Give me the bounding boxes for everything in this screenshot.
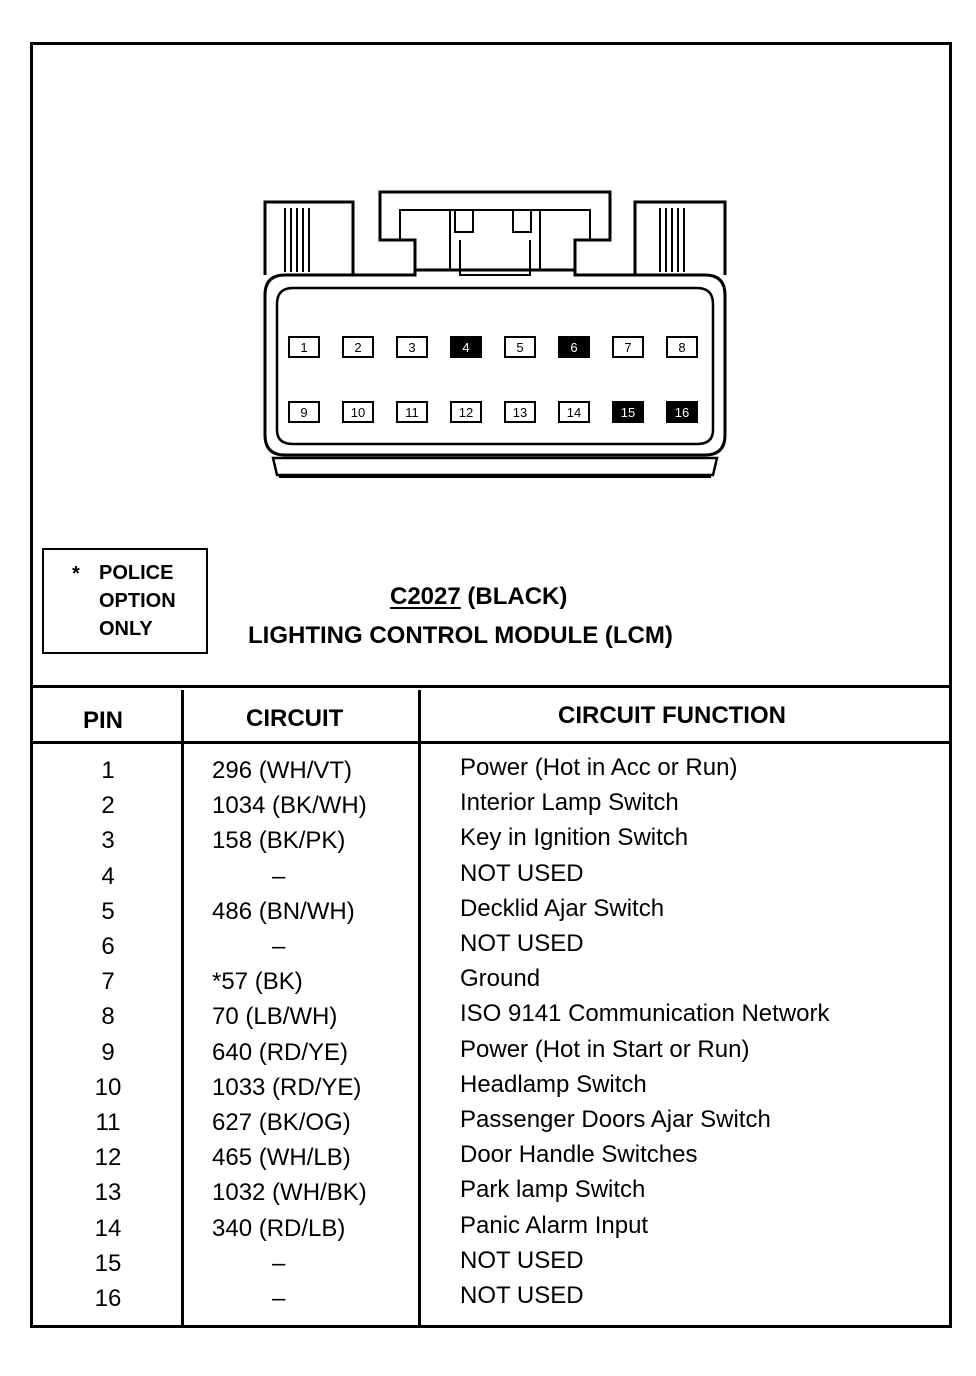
row-15-function: NOT USED (460, 1246, 584, 1274)
pin-3-cavity (396, 336, 428, 358)
header-pin: PIN (83, 707, 124, 734)
row-9-pin: 9 (101, 1038, 115, 1066)
table-divider-1 (181, 690, 184, 1328)
table-header-rule (30, 741, 952, 744)
row-7-pin: 7 (101, 968, 115, 996)
table-divider-2 (418, 690, 421, 1328)
pin-5-label: 5 (516, 340, 523, 355)
row-16-circuit: – (272, 1285, 286, 1312)
pin-7-cavity (612, 336, 644, 358)
pin-14-cavity (558, 401, 590, 423)
row-3-circuit: 158 (BK/PK) (212, 827, 346, 855)
connector-title: C2027 (BLACK) (390, 583, 567, 611)
pin-1-cavity (288, 336, 320, 358)
row-12-circuit: 465 (WH/LB) (212, 1144, 351, 1172)
header-circuit-function: CIRCUIT FUNCTION (558, 702, 786, 729)
note-asterisk: * (72, 563, 80, 585)
row-2-pin: 2 (101, 792, 115, 820)
pin-10-label: 10 (351, 405, 365, 420)
row-1-function: Power (Hot in Acc or Run) (460, 754, 738, 781)
note-line-1: POLICE (99, 562, 174, 584)
row-4-pin: 4 (101, 862, 115, 890)
row-3-pin: 3 (101, 827, 115, 855)
row-5-function: Decklid Ajar Switch (460, 894, 665, 922)
pin-4-label: 4 (462, 340, 469, 355)
row-9-circuit: 640 (RD/YE) (212, 1038, 349, 1066)
row-3-function: Key in Ignition Switch (460, 824, 689, 852)
pin-3-label: 3 (408, 340, 415, 355)
row-12-function: Door Handle Switches (460, 1141, 698, 1169)
pin-row-top: 1 2 3 4 5 6 7 8 (288, 336, 698, 358)
row-15-pin: 15 (94, 1249, 122, 1277)
pin-15-cavity (612, 401, 644, 423)
row-5-circuit: 486 (BN/WH) (212, 897, 355, 925)
row-5-pin: 5 (101, 897, 115, 925)
connector-code: C2027 (390, 583, 461, 610)
pin-8-label: 8 (678, 340, 685, 355)
pin-8-cavity (666, 336, 698, 358)
row-6-function: NOT USED (460, 930, 584, 957)
pin-14-label: 14 (567, 405, 581, 420)
note-line-3: ONLY (99, 618, 153, 640)
row-4-function: NOT USED (460, 859, 584, 887)
pin-7-label: 7 (624, 340, 631, 355)
row-2-function: Interior Lamp Switch (460, 789, 679, 817)
row-13-function: Park lamp Switch (460, 1176, 646, 1204)
row-14-circuit: 340 (RD/LB) (212, 1214, 346, 1242)
pin-4-cavity (450, 336, 482, 358)
row-14-function: Panic Alarm Input (460, 1211, 649, 1239)
row-11-pin: 11 (95, 1109, 121, 1136)
pin-5-cavity (504, 336, 536, 358)
row-9-function: Power (Hot in Start or Run) (460, 1035, 750, 1063)
row-16-pin: 16 (94, 1285, 122, 1312)
row-10-function: Headlamp Switch (460, 1070, 647, 1098)
row-16-function: NOT USED (460, 1282, 584, 1309)
header-circuit: CIRCUIT (246, 705, 344, 732)
row-1-pin: 1 (101, 757, 115, 784)
pin-15-label: 15 (621, 405, 635, 420)
pin-16-label: 16 (675, 405, 689, 420)
pin-12-label: 12 (459, 405, 473, 420)
row-12-pin: 12 (94, 1144, 122, 1172)
row-8-function: ISO 9141 Communication Network (460, 1000, 830, 1028)
note-line-2: OPTION (99, 590, 176, 612)
row-14-pin: 14 (94, 1214, 122, 1242)
pin-9-label: 9 (300, 405, 307, 420)
row-8-circuit: 70 (LB/WH) (212, 1003, 338, 1031)
row-10-pin: 10 (94, 1073, 122, 1101)
row-11-function: Passenger Doors Ajar Switch (460, 1106, 771, 1133)
row-15-circuit: – (272, 1249, 286, 1277)
row-7-circuit: *57 (BK) (212, 968, 303, 996)
pin-6-label: 6 (570, 340, 577, 355)
row-7-function: Ground (460, 965, 541, 993)
police-option-note: * POLICE OPTION ONLY (42, 548, 208, 654)
pin-row-bottom: 9 10 11 12 13 14 15 16 (288, 401, 698, 423)
pin-9-cavity (288, 401, 320, 423)
row-10-circuit: 1033 (RD/YE) (212, 1073, 362, 1101)
connector-color: (BLACK) (467, 583, 568, 610)
pin-2-cavity (342, 336, 374, 358)
pin-2-label: 2 (354, 340, 361, 355)
module-title: LIGHTING CONTROL MODULE (LCM) (248, 622, 673, 649)
pin-13-cavity (504, 401, 536, 423)
pin-12-cavity (450, 401, 482, 423)
pin-16-cavity (666, 401, 698, 423)
row-8-pin: 8 (101, 1003, 115, 1031)
row-13-pin: 13 (94, 1179, 122, 1207)
pin-10-cavity (342, 401, 374, 423)
row-13-circuit: 1032 (WH/BK) (212, 1179, 367, 1207)
row-6-pin: 6 (101, 933, 115, 960)
pin-11-cavity (396, 401, 428, 423)
row-4-circuit: – (272, 862, 286, 890)
row-6-circuit: – (272, 933, 286, 960)
pin-11-label: 11 (405, 405, 419, 420)
row-11-circuit: 627 (BK/OG) (212, 1109, 351, 1136)
table-top-rule (30, 685, 952, 688)
row-1-circuit: 296 (WH/VT) (212, 757, 353, 784)
row-2-circuit: 1034 (BK/WH) (212, 792, 367, 820)
pin-13-label: 13 (513, 405, 527, 420)
pin-1-label: 1 (300, 340, 307, 355)
pin-6-cavity (558, 336, 590, 358)
